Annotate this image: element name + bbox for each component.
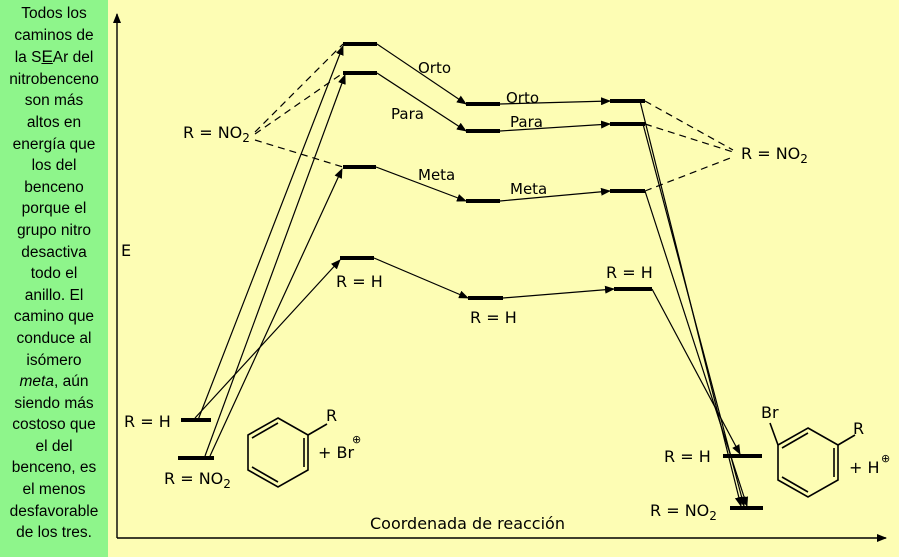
path-arrow xyxy=(204,74,346,457)
label-rh-end: R = H xyxy=(664,447,711,466)
label-rh-start: R = H xyxy=(124,412,171,431)
product-bromine: Br xyxy=(761,403,779,422)
path-arrow xyxy=(375,166,467,202)
label-rh-int: R = H xyxy=(470,308,517,327)
y-axis-label: E xyxy=(121,241,131,260)
path-arrow xyxy=(642,123,746,507)
reactant-plus-br: + Br xyxy=(318,443,354,462)
path-arrow xyxy=(197,45,344,421)
path-arrow xyxy=(499,97,611,106)
product-benzene-structure: Br R + H ⊕ xyxy=(761,403,890,498)
label-rno2-start: R = NO2 xyxy=(164,469,231,491)
path-arrow xyxy=(373,257,469,299)
label-orto-ts1: Orto xyxy=(418,59,451,77)
label-rno2-end: R = NO2 xyxy=(650,501,717,523)
dashed-link xyxy=(644,100,734,151)
path-arrow xyxy=(499,187,611,202)
path-arrow xyxy=(502,285,615,299)
path-arrow xyxy=(376,72,467,132)
label-rh-ts1: R = H xyxy=(336,272,383,291)
path-arrow xyxy=(651,288,741,455)
label-rno2-right: R = NO2 xyxy=(741,144,808,166)
path-arrow xyxy=(209,168,343,457)
dashed-link xyxy=(254,72,344,135)
label-para-int: Para xyxy=(510,113,543,131)
path-arrow xyxy=(499,120,611,132)
reactant-substituent: R xyxy=(326,406,337,425)
dashed-link xyxy=(644,123,734,153)
dashed-link xyxy=(254,139,344,168)
path-arrow xyxy=(194,259,341,419)
label-meta-int: Meta xyxy=(510,180,547,198)
label-orto-int: Orto xyxy=(506,89,539,107)
path-arrow xyxy=(376,43,467,105)
label-rh-ts2: R = H xyxy=(606,263,653,282)
reactant-benzene-structure: R + Br ⊕ xyxy=(247,406,361,488)
product-substituent: R xyxy=(853,419,864,438)
product-charge: ⊕ xyxy=(881,452,890,465)
label-rno2-left: R = NO2 xyxy=(183,123,250,145)
dashed-link xyxy=(644,156,734,192)
caption-panel: Todos los caminos de la SEAr del nitrobe… xyxy=(0,0,108,557)
label-para-ts1: Para xyxy=(391,105,424,123)
reactant-charge: ⊕ xyxy=(352,433,361,446)
label-meta-ts1: Meta xyxy=(418,166,455,184)
product-plus-h: + H xyxy=(849,458,880,477)
dashed-link xyxy=(254,43,344,133)
x-axis-label: Coordenada de reacción xyxy=(370,514,565,533)
path-arrow xyxy=(644,190,749,507)
